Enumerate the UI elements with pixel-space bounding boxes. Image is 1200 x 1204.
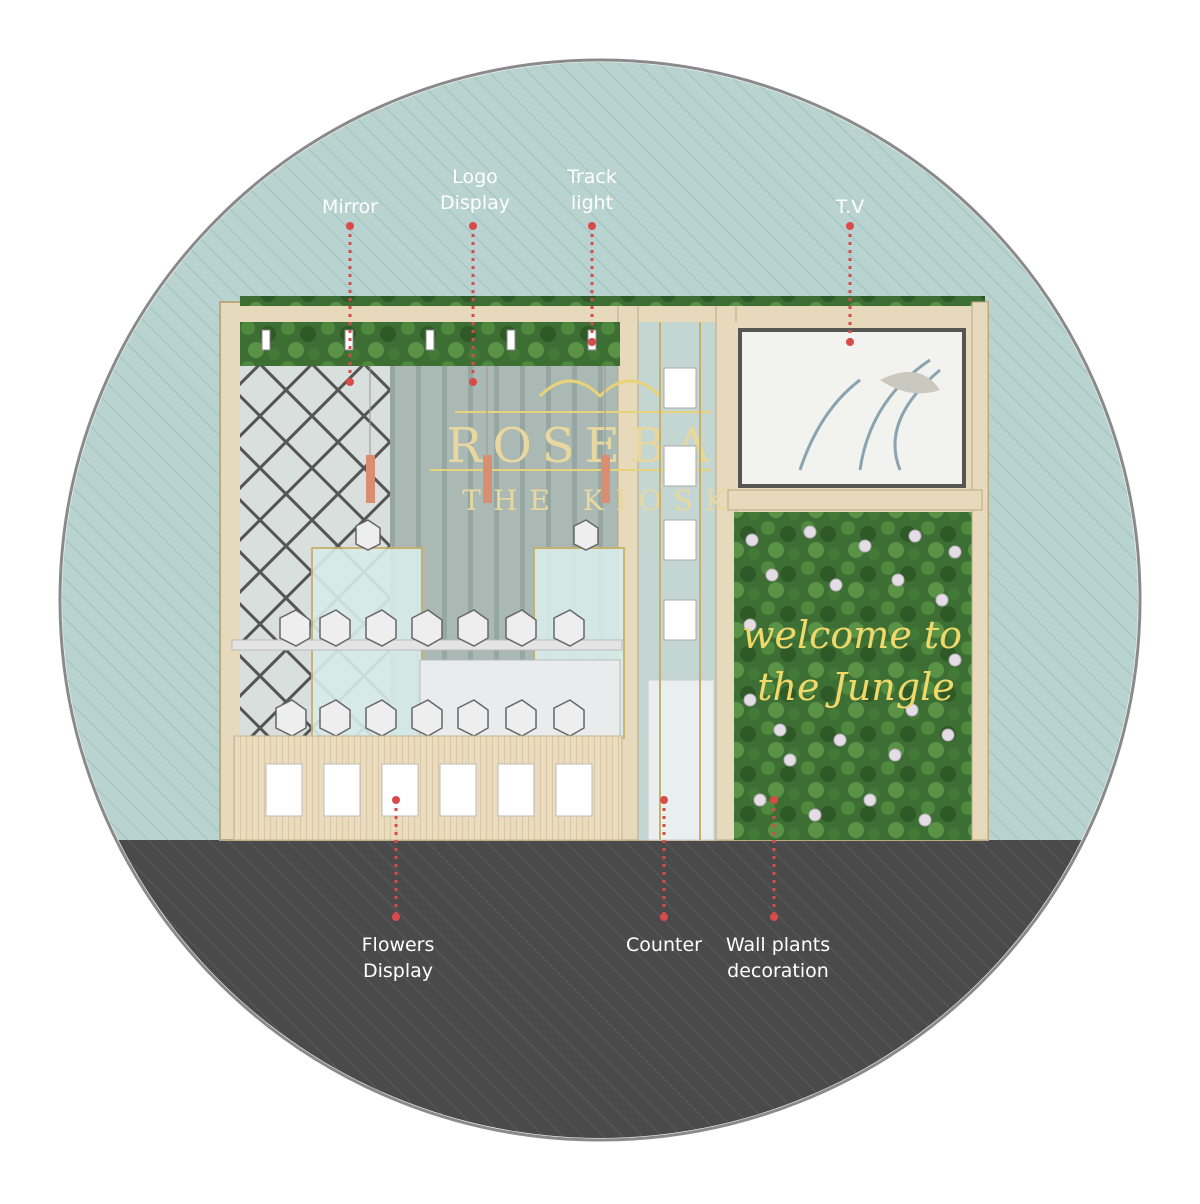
flowers-display-cabinet: [231, 519, 625, 841]
counter-leader: [660, 796, 668, 921]
pendant-lights: [366, 366, 610, 503]
wall-plants-leader: [770, 796, 778, 921]
wall-plants-label: Wall plants decoration: [725, 934, 831, 982]
mirror-leader: [346, 222, 354, 386]
counter-label: Counter: [626, 934, 702, 956]
welcome-sign-line1: welcome to: [742, 613, 962, 657]
logo-display-label: Logo Display: [439, 166, 511, 214]
track-light-leader: [588, 222, 596, 346]
flowers-display-label: Flowers Display: [361, 934, 435, 982]
wall-plants-decoration: welcome to the Jungle: [734, 512, 972, 840]
tv-label: T.V: [835, 196, 865, 218]
logo-sub-text: THE KIOSK: [462, 484, 737, 517]
welcome-sign-line2: the Jungle: [757, 665, 954, 709]
logo-display-leader: [469, 222, 477, 386]
callout-leaders: [346, 222, 854, 921]
mirror-label: Mirror: [322, 196, 378, 218]
track-light-label: Track light: [567, 166, 617, 214]
floor: [62, 840, 1138, 1138]
tv-leader: [846, 222, 854, 346]
tv: [734, 322, 972, 492]
flowers-display-leader: [392, 796, 400, 921]
counter: [647, 322, 715, 841]
